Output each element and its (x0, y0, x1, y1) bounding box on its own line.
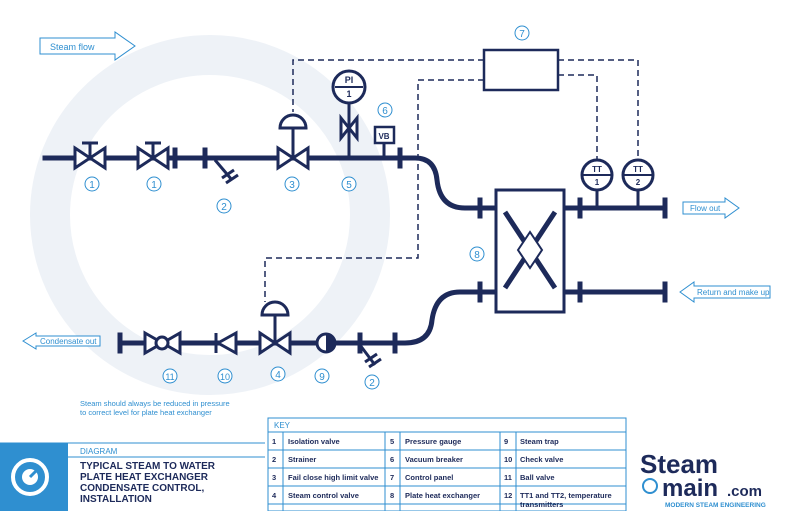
callout-1a: 1 (89, 180, 95, 191)
diagram-category: DIAGRAM (80, 447, 118, 456)
pi-label: PI (345, 75, 354, 85)
steam-pipe (42, 147, 668, 219)
key-item-number: 1 (272, 437, 276, 446)
key-item-number: 12 (504, 491, 512, 500)
note-line-1: Steam should always be reduced in pressu… (80, 399, 230, 408)
plate-heat-exchanger (494, 188, 566, 314)
title-line-3: CONDENSATE CONTROL, (80, 483, 204, 494)
callout-9: 9 (319, 372, 325, 383)
tt1-number: 1 (595, 178, 600, 187)
key-item-number: 8 (390, 491, 394, 500)
condensate-out-label: Condensate out (40, 337, 97, 346)
key-item-label: Check valve (520, 455, 563, 464)
return-label: Return and make up (697, 288, 770, 297)
flow-out-arrow: Flow out (682, 197, 740, 219)
vacuum-breaker: VB (373, 125, 396, 158)
callout-numbers: 1 1 2 3 5 6 7 8 11 10 4 9 2 (89, 29, 525, 389)
pi-number: 1 (346, 89, 351, 99)
steam-trap (315, 332, 337, 354)
key-rows: 1 Isolation valve 2 Strainer 3 Fail close hig… (272, 437, 612, 509)
tt1-label: TT (592, 165, 602, 174)
key-item-label: Ball valve (520, 473, 555, 482)
callout-11: 11 (165, 372, 174, 382)
logo-word-1: Steam (640, 449, 718, 479)
note-line-2: to correct level for plate heat exchange… (80, 408, 212, 417)
steammain-logo: Steam main .com MODERN STEAM ENGINEERING (640, 449, 766, 509)
watermark (30, 35, 390, 395)
steam-control-valve (258, 300, 292, 356)
callout-8: 8 (474, 250, 480, 261)
callout-3: 3 (289, 180, 295, 191)
key-item-number: 9 (504, 437, 508, 446)
callout-5: 5 (346, 180, 352, 191)
logo-word-2: main (662, 475, 718, 502)
key-item-label: Strainer (288, 455, 316, 464)
temperature-transmitter-1: TT 1 (580, 158, 614, 208)
key-item-number: 3 (272, 473, 276, 482)
key-item-number: 6 (390, 455, 394, 464)
callout-2b: 2 (369, 378, 375, 389)
pressure-gauge: PI 1 (331, 69, 367, 158)
key-item-label: Steam trap (520, 437, 559, 446)
temperature-transmitter-2: TT 2 (621, 158, 655, 208)
key-item-label: Plate heat exchanger (405, 491, 480, 500)
key-item-label: Steam control valve (288, 491, 359, 500)
callout-10: 10 (220, 372, 230, 382)
callout-6: 6 (382, 106, 388, 117)
key-item-label: Isolation valve (288, 437, 340, 446)
check-valve (214, 330, 238, 356)
key-item-number: 10 (504, 455, 512, 464)
condensate-out-arrow: Condensate out (22, 332, 101, 350)
key-item-number: 7 (390, 473, 394, 482)
title-line-2: PLATE HEAT EXCHANGER (80, 472, 209, 483)
key-heading: KEY (274, 421, 291, 430)
vb-label: VB (378, 132, 389, 141)
key-item-label: Vacuum breaker (405, 455, 463, 464)
strainer-top (213, 159, 239, 185)
callout-4: 4 (275, 370, 281, 381)
logo-suffix: .com (727, 483, 762, 500)
return-arrow: Return and make up (679, 281, 771, 303)
tt2-label: TT (633, 165, 643, 174)
control-panel (482, 48, 560, 92)
condensate-pipe (117, 281, 668, 354)
tt2-number: 2 (636, 178, 641, 187)
key-item-label: Pressure gauge (405, 437, 461, 446)
key-item-number: 4 (272, 491, 277, 500)
key-item-label: Fail close high limit valve (288, 473, 378, 482)
callouts (84, 25, 530, 390)
strainer-bottom (358, 344, 382, 369)
key-item-label: transmitters (520, 500, 563, 509)
key-item-label: TT1 and TT2, temperature (520, 491, 612, 500)
callout-2a: 2 (221, 202, 227, 213)
title-block: DIAGRAM TYPICAL STEAM TO WATER PLATE HEA… (0, 442, 265, 511)
title-line-1: TYPICAL STEAM TO WATER (80, 461, 216, 472)
steam-flow-label: Steam flow (50, 42, 95, 52)
isolation-valve-1 (73, 141, 107, 171)
ball-valve (143, 330, 182, 356)
steam-flow-arrow: Steam flow (39, 31, 136, 61)
logo-tagline: MODERN STEAM ENGINEERING (665, 502, 766, 509)
key-item-label: Control panel (405, 473, 453, 482)
key-table: KEY (267, 417, 627, 511)
key-item-number: 2 (272, 455, 276, 464)
isolation-valve-2 (136, 141, 170, 171)
high-limit-valve (276, 113, 310, 171)
callout-1b: 1 (151, 180, 157, 191)
title-line-4: INSTALLATION (80, 494, 152, 505)
key-item-number: 11 (504, 473, 512, 482)
flow-out-label: Flow out (690, 204, 721, 213)
key-item-number: 5 (390, 437, 394, 446)
callout-7: 7 (519, 29, 525, 40)
signal-lines (264, 59, 639, 302)
